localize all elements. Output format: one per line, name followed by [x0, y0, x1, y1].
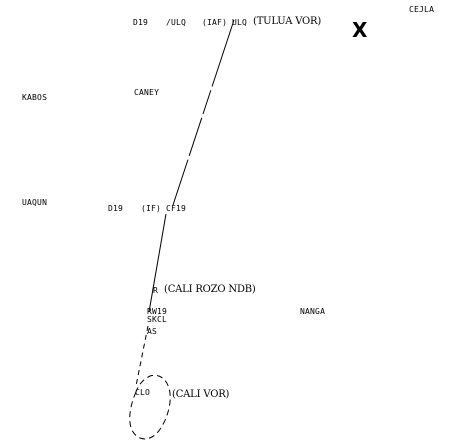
- course-line-cf19-to-runway: [148, 213, 167, 313]
- course-line-ulq-to-cf19: [172, 19, 235, 206]
- label-ulq-fix: ULQ: [232, 18, 248, 27]
- fix-nanga: NANGA: [300, 307, 326, 316]
- label-iaf: (IAF): [202, 18, 228, 27]
- fix-kabos: KABOS: [22, 93, 48, 102]
- close-button[interactable]: X: [352, 18, 368, 42]
- holding-pattern: [129, 374, 171, 440]
- label-d19-top: D19: [133, 18, 149, 27]
- label-r: R: [153, 286, 159, 295]
- label-cf19: CF19: [166, 204, 187, 213]
- label-cali-rozo-ndb: (CALI ROZO NDB): [164, 284, 256, 295]
- fix-caney: CANEY: [134, 88, 160, 97]
- label-d19-if: D19: [108, 204, 124, 213]
- label-ulq-radial: /ULQ: [166, 18, 187, 27]
- label-skcl: SKCL: [147, 315, 168, 324]
- label-as: AS: [147, 327, 158, 336]
- label-tulua-vor: (TULUA VOR): [253, 16, 322, 27]
- fix-uaqun: UAQUN: [22, 198, 48, 207]
- missed-approach-line: [135, 325, 149, 387]
- label-rw19: RW19: [147, 307, 168, 316]
- label-clo: CLO: [135, 388, 151, 397]
- label-cali-vor: (CALI VOR): [172, 389, 230, 400]
- label-if: (IF): [141, 204, 162, 213]
- label-cejla: CEJLA: [409, 5, 435, 14]
